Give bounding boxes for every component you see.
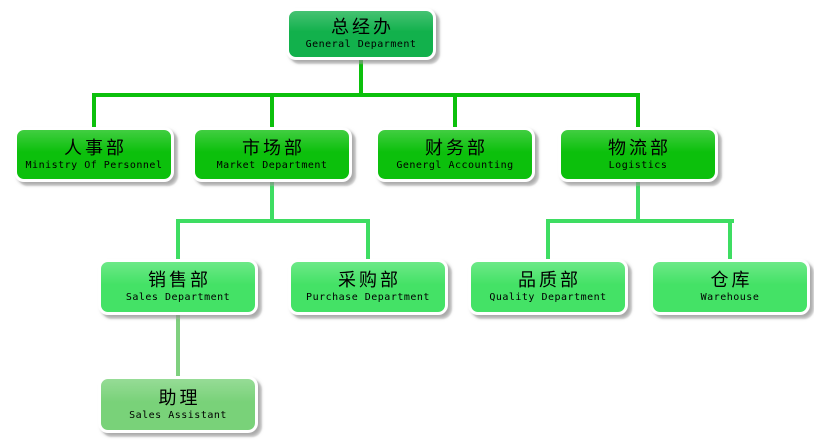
node-title: 品质部 [518, 270, 581, 290]
node-title: 人事部 [64, 137, 127, 158]
connector-logistics-stem [636, 180, 640, 223]
node-title: 财务部 [425, 137, 488, 158]
org-node-sales-assistant: 助理 Sales Assistant [98, 376, 258, 433]
connector-drop-accounting [453, 93, 457, 129]
node-subtitle: Sales Department [125, 292, 231, 303]
node-subtitle: Market Department [216, 159, 328, 171]
org-node-general-accounting: 财务部 Genergl Accounting [375, 127, 535, 182]
node-subtitle: General Deparment [305, 39, 417, 50]
connector-drop-logistics [636, 93, 640, 129]
org-node-market-department: 市场部 Market Department [192, 127, 352, 182]
node-subtitle: Sales Assistant [129, 409, 227, 421]
connector-row2-horizontal [92, 93, 640, 97]
org-node-quality-department: 品质部 Quality Department [468, 259, 628, 315]
node-title: 销售部 [148, 270, 211, 290]
connector-drop-purchase [366, 219, 370, 261]
org-node-warehouse: 仓库 Warehouse [650, 259, 810, 315]
connector-drop-warehouse [728, 219, 732, 261]
node-subtitle: Logistics [608, 159, 668, 171]
org-node-purchase-department: 采购部 Purchase Department [288, 259, 448, 315]
node-title: 物流部 [608, 137, 671, 158]
node-subtitle: Quality Department [489, 292, 607, 303]
org-node-ministry-of-personnel: 人事部 Ministry Of Personnel [14, 127, 174, 182]
connector-drop-market [270, 93, 274, 129]
org-node-sales-department: 销售部 Sales Department [98, 259, 258, 315]
connector-market-horizontal [176, 219, 370, 223]
connector-drop-sales [176, 219, 180, 261]
node-title: 市场部 [242, 137, 305, 158]
node-title: 总经办 [331, 17, 394, 37]
connector-market-stem [270, 180, 274, 223]
node-subtitle: Ministry Of Personnel [25, 159, 163, 171]
org-node-logistics: 物流部 Logistics [558, 127, 718, 182]
node-title: 仓库 [710, 270, 753, 290]
node-title: 助理 [158, 387, 201, 408]
connector-drop-quality [546, 219, 550, 261]
node-title: 采购部 [338, 270, 401, 290]
node-subtitle: Warehouse [700, 292, 760, 303]
connector-drop-assistant [176, 313, 180, 378]
connector-logistics-horizontal [546, 219, 734, 223]
connector-general-stem [359, 60, 363, 95]
node-subtitle: Purchase Department [306, 292, 430, 303]
connector-drop-personnel [92, 93, 96, 129]
node-subtitle: Genergl Accounting [396, 159, 514, 171]
org-node-general-department: 总经办 General Deparment [286, 8, 436, 60]
